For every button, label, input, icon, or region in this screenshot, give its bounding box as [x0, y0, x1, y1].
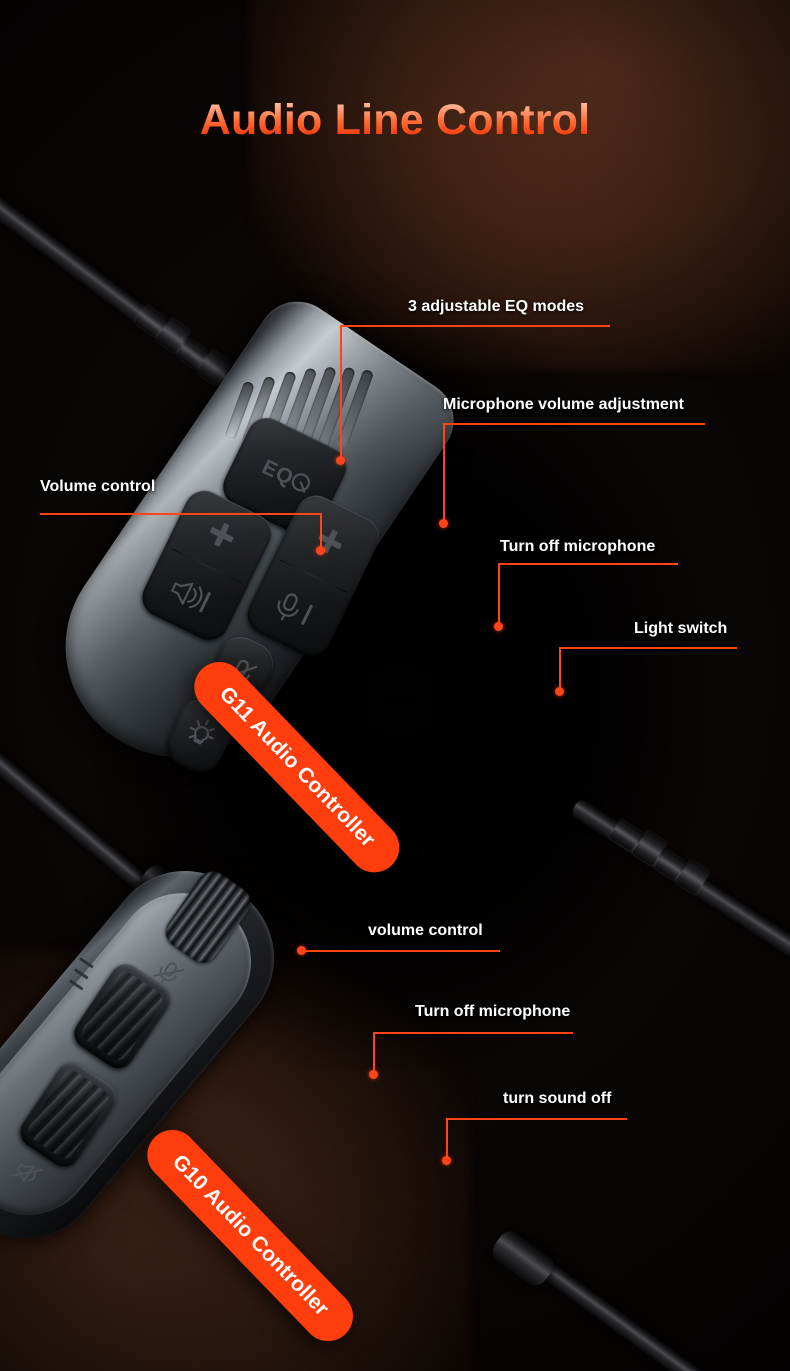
- g11-microphone-volume-button[interactable]: [240, 488, 386, 663]
- callout-line-horizontal: [446, 1118, 627, 1120]
- g10-audio-controller: [0, 839, 306, 1271]
- svg-text:EQ: EQ: [259, 455, 298, 490]
- lightbulb-icon: [177, 711, 225, 761]
- callout-label: Turn off microphone: [415, 1003, 571, 1020]
- callout-line-vertical: [498, 563, 500, 626]
- g11-eq-button[interactable]: EQ: [216, 411, 354, 543]
- callout-line-horizontal: [559, 647, 737, 649]
- callout-label: 3 adjustable EQ modes: [408, 298, 585, 315]
- microphone-minus-icon: [265, 585, 325, 641]
- callout-line-horizontal: [373, 1032, 573, 1034]
- callout-label: Volume control: [40, 478, 156, 495]
- callout-label: volume control: [368, 922, 483, 939]
- callout-dot: [442, 1156, 451, 1165]
- cable-g11-bottom: [569, 796, 790, 978]
- speaker-mute-icon: [4, 1152, 48, 1198]
- callout-dot: [439, 519, 448, 528]
- callout-line-horizontal: [443, 423, 705, 425]
- g11-audio-controller: EQ: [23, 286, 470, 799]
- callout-line-horizontal: [300, 950, 500, 952]
- callout-dot: [297, 946, 306, 955]
- microphone-plus-icon: [308, 521, 350, 566]
- cable-strain-relief-g11-bottom: [608, 817, 731, 910]
- callout-dot: [369, 1070, 378, 1079]
- callout-label: turn sound off: [503, 1090, 612, 1107]
- callout-line-vertical: [340, 325, 342, 460]
- callout-line-vertical: [320, 513, 322, 551]
- g11-volume-button[interactable]: [135, 484, 279, 647]
- callout-label: Light switch: [634, 620, 728, 637]
- callout-dot: [555, 687, 564, 696]
- callout-dot: [316, 546, 325, 555]
- cable-g10-bottom: [514, 1241, 790, 1371]
- callout-dot: [336, 456, 345, 465]
- callout-line-vertical: [559, 647, 561, 690]
- callout-line-vertical: [446, 1118, 448, 1160]
- callout-label: Microphone volume adjustment: [443, 396, 684, 413]
- callout-label: Turn off microphone: [500, 538, 656, 555]
- speaker-minus-icon: [159, 569, 223, 627]
- callout-dot: [494, 622, 503, 631]
- page-title: Audio Line Control: [0, 96, 790, 145]
- callout-line-horizontal: [340, 325, 610, 327]
- eq-icon: EQ: [254, 450, 316, 504]
- callout-line-horizontal: [498, 563, 678, 565]
- callout-line-vertical: [443, 423, 445, 523]
- callout-line-vertical: [373, 1032, 375, 1074]
- badge-g10-audio-controller: G10 Audio Controller: [137, 1119, 364, 1352]
- volume-plus-icon: [198, 513, 243, 560]
- g11-light-switch-button[interactable]: [159, 692, 241, 780]
- callout-line-horizontal: [40, 513, 321, 515]
- microphone-mute-icon: [145, 952, 189, 998]
